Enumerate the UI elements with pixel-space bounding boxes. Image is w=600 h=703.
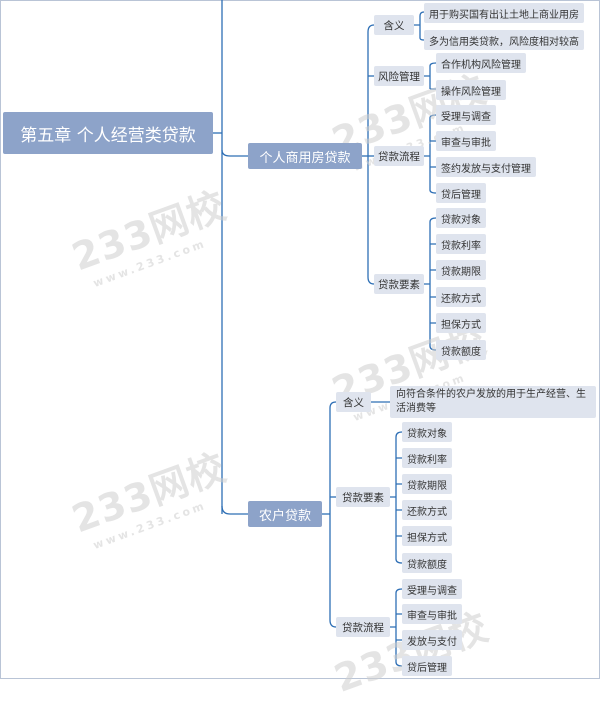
farmer-elements-leaf[interactable]: 贷款额度 [402, 553, 452, 573]
housing-process-leaf[interactable]: 受理与调查 [436, 105, 496, 125]
fe-leaf-links [395, 431, 403, 564]
housing-elements-leaf[interactable]: 贷款期限 [436, 260, 486, 280]
farmer-elements-leaf[interactable]: 还款方式 [402, 500, 452, 520]
farmer-process-leaf[interactable]: 发放与支付 [402, 630, 462, 650]
fp-leaf-links [395, 588, 403, 667]
farmer-process-leaf[interactable]: 贷后管理 [402, 656, 452, 676]
housing-process-leaf[interactable]: 贷后管理 [436, 183, 486, 203]
housing-elements-leaf[interactable]: 贷款对象 [436, 208, 486, 228]
housing-meaning-leaf[interactable]: 用于购买国有出让土地上商业用房 [424, 3, 584, 23]
farmer-elements-leaf[interactable]: 贷款对象 [402, 422, 452, 442]
farmer-process-node[interactable]: 贷款流程 [336, 617, 390, 637]
hm-vbus [414, 16, 421, 38]
hr-vbus [424, 66, 431, 89]
housing-elements-leaf[interactable]: 贷款利率 [436, 234, 486, 254]
housing-elements-leaf[interactable]: 担保方式 [436, 313, 486, 333]
housing-elements-leaf[interactable]: 还款方式 [436, 287, 486, 307]
farmer-elements-leaf[interactable]: 担保方式 [402, 526, 452, 546]
h-meaning-link [367, 24, 375, 33]
he-vbus [424, 222, 431, 346]
farmer-process-leaf[interactable]: 审查与审批 [402, 604, 462, 624]
housing-meaning-leaf[interactable]: 多为信用类贷款，风险度相对较高 [424, 30, 584, 50]
housing-meaning-node[interactable]: 含义 [374, 15, 414, 35]
f-process-link [329, 619, 337, 628]
housing-risk-leaf[interactable]: 合作机构风险管理 [436, 53, 526, 73]
trunk-to-farmer [221, 505, 248, 515]
housing-process-leaf[interactable]: 审查与审批 [436, 131, 496, 151]
fe-vbus [390, 437, 397, 559]
he-leaf-links [429, 217, 437, 351]
hm-leaf-links [419, 11, 425, 41]
root-node[interactable]: 第五章 个人经营类贷款 [3, 112, 213, 154]
housing-risk-leaf[interactable]: 操作风险管理 [436, 80, 506, 100]
housing-elements-node[interactable]: 贷款要素 [374, 274, 424, 294]
housing-risk-node[interactable]: 风险管理 [374, 66, 424, 86]
housing-process-node[interactable]: 贷款流程 [374, 146, 424, 166]
hr-leaf-links [429, 62, 437, 90]
fp-vbus [390, 593, 397, 662]
f-meaning-link [329, 401, 337, 409]
housing-elements-leaf[interactable]: 贷款额度 [436, 340, 486, 360]
connector-lines [213, 0, 437, 667]
farmer-elements-leaf[interactable]: 贷款期限 [402, 474, 452, 494]
hp-vbus [424, 118, 431, 190]
farmer-meaning-leaf[interactable]: 向符合条件的农户发放的用于生产经营、生活消费等 [390, 386, 596, 418]
branch-farmer-node[interactable]: 农户贷款 [248, 501, 322, 527]
hp-leaf-links [429, 114, 437, 194]
h-elements-link [367, 276, 375, 285]
branch-housing-node[interactable]: 个人商用房贷款 [248, 143, 362, 169]
farmer-process-leaf[interactable]: 受理与调查 [402, 579, 462, 599]
trunk-to-housing [221, 149, 248, 157]
housing-process-leaf[interactable]: 签约发放与支付管理 [436, 157, 536, 177]
farmer-meaning-node[interactable]: 含义 [336, 392, 371, 412]
farmer-elements-node[interactable]: 贷款要素 [336, 487, 390, 507]
farmer-elements-leaf[interactable]: 贷款利率 [402, 448, 452, 468]
